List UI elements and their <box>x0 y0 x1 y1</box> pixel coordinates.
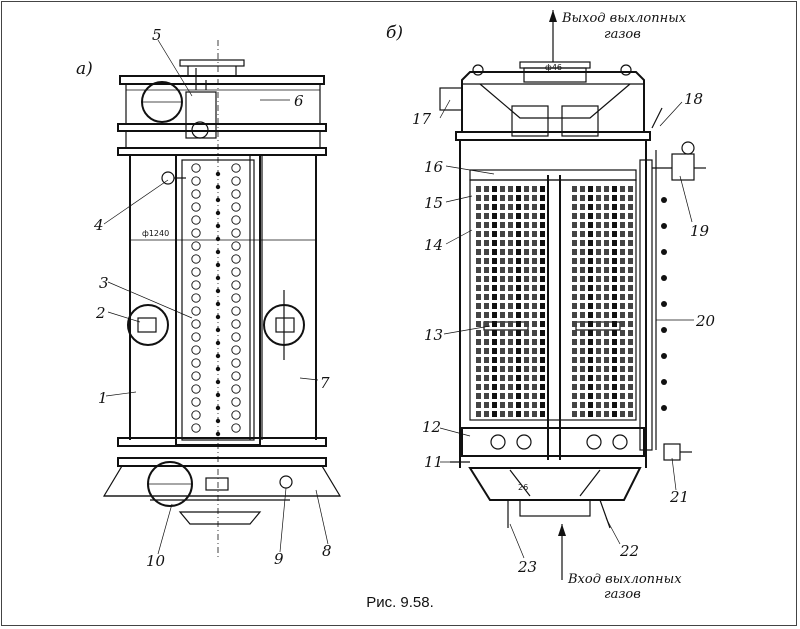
callout-9: 9 <box>274 550 284 568</box>
callout-22: 22 <box>619 542 639 560</box>
callout-13: 13 <box>424 326 443 344</box>
panel-b-drawing <box>439 10 706 580</box>
callout-7: 7 <box>320 374 330 392</box>
gas-in-label-line1: Вход выхлопных <box>567 572 682 587</box>
gas-out-label-line2: газов <box>604 27 641 42</box>
panel-a-tube-rows <box>191 163 241 437</box>
gas-out-label-line1: Выход выхлопных <box>561 11 687 26</box>
callout-23: 23 <box>517 558 537 576</box>
callout-20: 20 <box>695 312 716 330</box>
leader-lines <box>103 39 694 559</box>
callout-18: 18 <box>684 90 703 108</box>
callout-2: 2 <box>95 304 106 322</box>
callout-16: 16 <box>424 158 444 176</box>
panel-b-tube-bundle <box>476 186 667 417</box>
callout-11: 11 <box>424 453 443 471</box>
callout-14: 14 <box>424 236 443 254</box>
callout-19: 19 <box>690 222 710 240</box>
callout-10: 10 <box>146 552 166 570</box>
gas-in-label-line2: газов <box>604 587 641 602</box>
callout-12: 12 <box>422 418 441 436</box>
figure-caption: Рис. 9.58. <box>366 594 434 611</box>
panel-a-drawing <box>102 40 342 560</box>
callout-15: 15 <box>424 194 443 212</box>
dimension-diameter-b: ф46 <box>545 63 562 72</box>
callout-3: 3 <box>99 274 109 292</box>
callout-17: 17 <box>412 110 432 128</box>
callout-6: 6 <box>294 92 304 110</box>
panel-a-label: а) <box>76 59 93 79</box>
dimension-diameter-a: ф1240 <box>142 229 169 238</box>
callout-21: 21 <box>669 488 689 506</box>
panel-b-label: б) <box>386 23 403 43</box>
callout-8: 8 <box>322 542 332 560</box>
callout-4: 4 <box>93 216 104 234</box>
callout-5: 5 <box>152 26 162 44</box>
callout-1: 1 <box>98 389 108 407</box>
dimension-b-bottom: 26 <box>518 483 528 492</box>
